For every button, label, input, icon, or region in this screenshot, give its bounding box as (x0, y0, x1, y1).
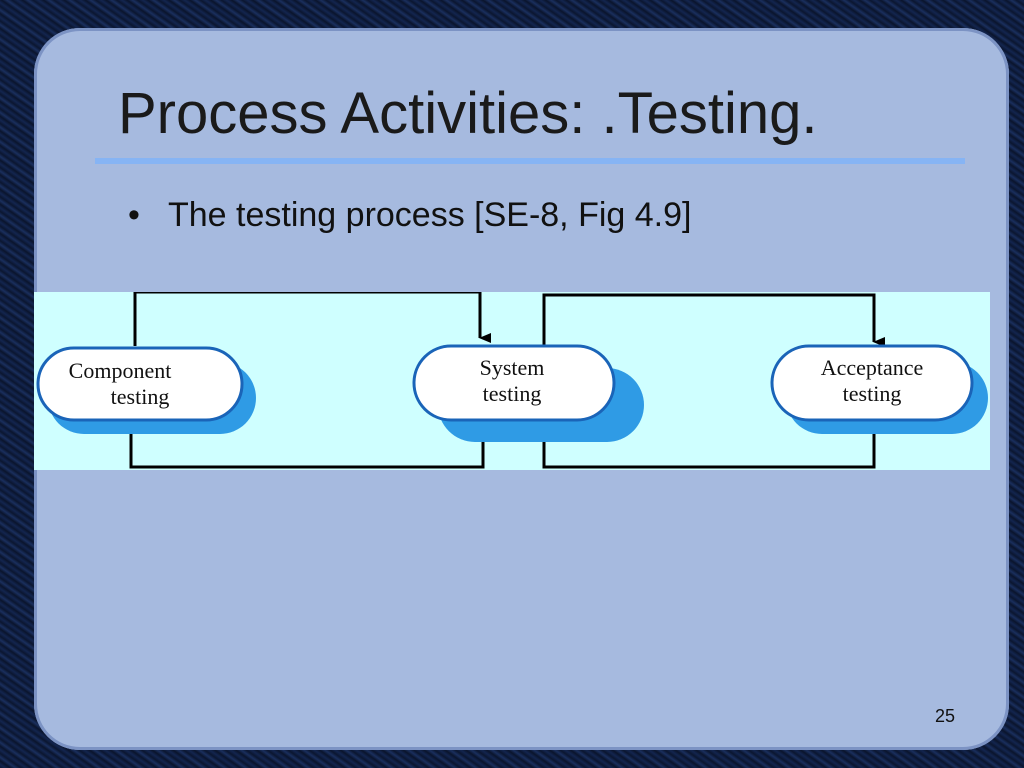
node-label-line1: Acceptance (821, 355, 924, 380)
node-label-line1: System (480, 355, 545, 380)
bullet-text: The testing process [SE-8, Fig 4.9] (168, 196, 692, 234)
node-label-line2: testing (843, 381, 902, 406)
node-body (770, 344, 974, 422)
connector-system-to-component-bottom (120, 415, 485, 469)
connector-acceptance-to-system-bottom (533, 415, 876, 469)
title-underline (95, 158, 965, 164)
bullet-item: • The testing process [SE-8, Fig 4.9] (128, 196, 691, 235)
connector-system-to-acceptance-top (542, 293, 885, 347)
bullet-dot: • (128, 196, 140, 234)
node-component-testing: Component testing (36, 346, 256, 434)
testing-process-diagram: Component testing System testing Accepta… (34, 292, 990, 470)
node-label-line2: testing (111, 384, 170, 409)
connector-component-to-system-top (133, 292, 491, 346)
node-body (412, 344, 616, 422)
node-acceptance-testing: Acceptance testing (770, 344, 988, 434)
node-label-line2: testing (483, 381, 542, 406)
slide-title: Process Activities: .Testing. (118, 81, 818, 146)
page-number: 25 (935, 706, 956, 726)
node-body (36, 346, 244, 422)
feedback-connectors (120, 292, 885, 469)
node-label-line1: Component (69, 358, 172, 383)
node-system-testing: System testing (412, 344, 644, 442)
